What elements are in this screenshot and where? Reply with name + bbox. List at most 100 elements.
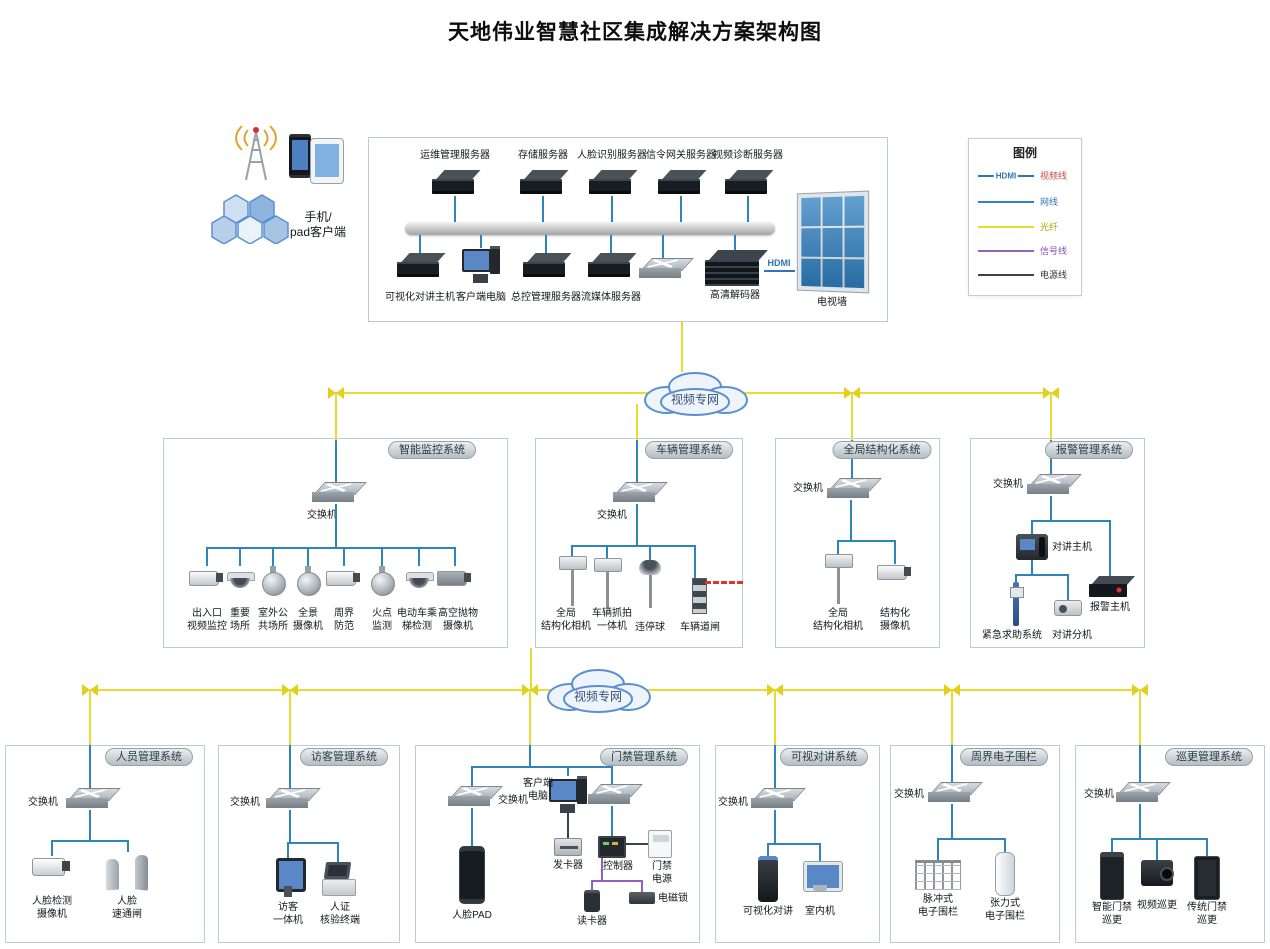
system-tab: 智能监控系统 <box>388 441 476 459</box>
switch-x-glyph <box>320 483 352 492</box>
device-label: 紧急求助系统 <box>982 630 1042 641</box>
magnetic-lock-icon <box>629 892 655 904</box>
device-label: 电磁锁 <box>658 893 688 904</box>
decoder-icon <box>705 250 765 288</box>
device-label: 结构化 摄像机 <box>880 608 910 632</box>
indoor-monitor-icon <box>803 861 843 892</box>
system-box-perimeter-fence <box>890 745 1060 943</box>
intercom-extension-icon <box>1054 600 1082 616</box>
network-line <box>288 842 338 844</box>
device-label: 发卡器 <box>553 860 583 871</box>
network-line <box>1016 574 1068 576</box>
server-icon <box>520 170 566 196</box>
fiber-line <box>636 404 638 440</box>
device-label: 传统门禁 巡更 <box>1187 902 1227 926</box>
network-line <box>335 440 337 482</box>
patrol-panel-icon <box>1100 852 1124 900</box>
device-label: 张力式 电子围栏 <box>985 898 1025 922</box>
cloud-label: 视频专网 <box>670 392 720 407</box>
network-line <box>571 545 573 558</box>
ptz-camera-icon <box>296 566 321 596</box>
tension-fence-icon <box>995 852 1015 896</box>
bullet-camera-icon <box>326 570 362 588</box>
switch-x-glyph <box>596 785 628 794</box>
switch-x-glyph <box>74 789 106 798</box>
device-label: 脉冲式 电子围栏 <box>918 894 958 918</box>
visitor-kiosk-icon <box>274 858 306 900</box>
fiber-node-icon <box>82 684 98 696</box>
hdmi-line <box>764 270 795 272</box>
switch-icon <box>928 782 976 804</box>
device-label: 客户端 电脑 <box>523 778 553 802</box>
legend-item-label: 电源线 <box>1040 270 1068 280</box>
switch-icon <box>827 478 875 500</box>
system-box-patrol-management <box>1075 745 1265 943</box>
server-label: 信令网关服务器 <box>646 150 716 161</box>
snap-camera-icon <box>592 558 622 608</box>
pole-camera-icon <box>557 556 587 606</box>
network-line <box>572 545 696 547</box>
network-line <box>951 745 953 782</box>
fiber-node-icon <box>767 684 783 696</box>
device-label: 人证 核验终端 <box>320 902 360 926</box>
signal-line <box>591 880 593 890</box>
cloud-label: 视频专网 <box>573 689 623 704</box>
network-line <box>289 745 291 788</box>
system-box-vehicle-management <box>535 438 743 648</box>
system-tab: 全局结构化系统 <box>832 441 932 459</box>
network-line <box>454 547 456 566</box>
server-icon <box>725 170 771 196</box>
switch-x-glyph <box>621 483 653 492</box>
face-camera-icon <box>32 856 72 878</box>
device-label: 读卡器 <box>577 916 607 927</box>
server-label: 存储服务器 <box>518 150 568 161</box>
switch-icon <box>448 786 496 808</box>
network-line <box>472 766 612 768</box>
network-line <box>529 745 531 766</box>
network-line <box>611 196 613 224</box>
legend-item-label: 光纤 <box>1040 222 1059 232</box>
network-line <box>307 547 309 566</box>
system-box-visitor-management <box>218 745 400 943</box>
fiber-node-icon <box>522 684 538 696</box>
switch-icon <box>588 784 636 806</box>
fiber-line <box>1050 392 1052 440</box>
network-line <box>767 843 769 856</box>
power-line <box>567 810 569 838</box>
system-box-video-intercom <box>715 745 880 943</box>
switch-icon <box>266 788 314 810</box>
switch-x-glyph <box>274 789 306 798</box>
lower-cloud: 视频专网 <box>540 667 656 720</box>
network-line <box>471 808 473 846</box>
device-label: 车辆道闸 <box>680 622 720 633</box>
network-line <box>1112 838 1208 840</box>
device-label: 总控管理服务器 <box>511 292 581 303</box>
device-label: 视频巡更 <box>1137 900 1177 911</box>
device-label: 门禁 电源 <box>652 861 672 885</box>
fiber-line <box>289 690 291 745</box>
signal-line <box>641 880 643 892</box>
dome-pole-camera-icon <box>638 560 662 608</box>
network-line <box>418 547 420 566</box>
server-label: 视频诊断服务器 <box>713 150 783 161</box>
system-tab: 车辆管理系统 <box>645 441 733 459</box>
network-line <box>1015 574 1017 582</box>
legend-item-label: 信号线 <box>1040 246 1068 256</box>
network-line <box>454 196 456 224</box>
device-label: 出入口 视频监控 <box>187 608 227 632</box>
fiber-node-icon <box>1043 387 1059 399</box>
system-tab: 人员管理系统 <box>105 748 193 766</box>
tablet-icon <box>310 138 344 184</box>
fiber-line <box>851 392 853 440</box>
bullet-camera-icon <box>437 570 473 588</box>
fiber-node-icon <box>944 684 960 696</box>
network-line <box>239 547 241 566</box>
fiber-line <box>335 392 337 440</box>
network-line <box>89 745 91 788</box>
speed-gate-icon <box>105 852 149 890</box>
network-line <box>694 545 696 578</box>
network-line <box>850 500 852 540</box>
signal-line <box>978 250 1034 252</box>
fiber-line <box>978 226 1034 228</box>
network-line <box>1206 838 1208 856</box>
